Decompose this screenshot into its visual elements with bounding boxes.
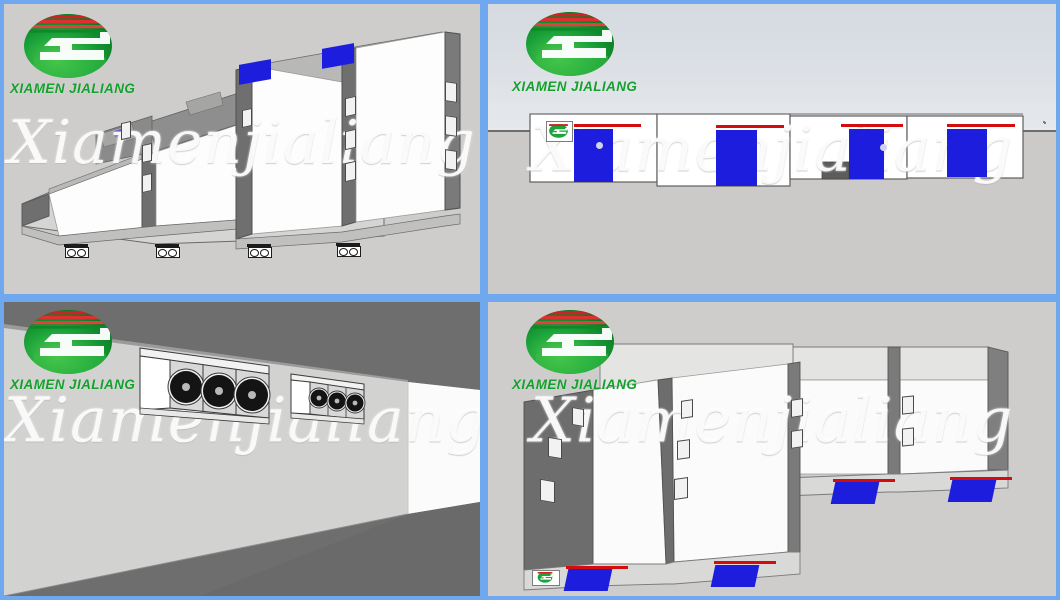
door-rail-room-1 bbox=[574, 124, 641, 127]
company-name-text: XIAMEN JIALIANG bbox=[512, 377, 638, 392]
cold-room-aerial-right-block bbox=[783, 346, 1009, 497]
room-logo-placard bbox=[532, 570, 560, 586]
wall-light-fixture bbox=[445, 81, 457, 103]
sliding-door-room-2 bbox=[710, 565, 760, 587]
air-cooler-evaporator-unit-1 bbox=[139, 347, 271, 425]
condensing-unit bbox=[155, 244, 180, 258]
company-logo: XIAMEN JIALIANG bbox=[10, 304, 138, 400]
wall-light-fixture bbox=[345, 128, 356, 151]
air-cooler-evaporator-unit-2 bbox=[290, 373, 366, 425]
wall-light-fixture bbox=[121, 120, 131, 141]
door-rail-room-4 bbox=[950, 477, 1012, 480]
wall-light-fixture bbox=[902, 427, 914, 447]
company-logo: XIAMEN JIALIANG bbox=[512, 304, 640, 400]
sliding-door-room-1 bbox=[574, 129, 613, 182]
wall-light-fixture bbox=[242, 107, 252, 129]
wall-light-fixture bbox=[674, 477, 688, 500]
wall-light-fixture bbox=[677, 439, 690, 460]
panel-isometric-cutaway: Xiamenjialiang bbox=[4, 4, 480, 294]
wall-light-fixture bbox=[540, 478, 555, 504]
door-rail-room-2 bbox=[714, 561, 776, 564]
jialiang-ellipse-logo-icon bbox=[516, 6, 624, 78]
wall-light-fixture bbox=[345, 160, 356, 183]
condensing-unit bbox=[247, 244, 272, 258]
sliding-door-room-1 bbox=[563, 569, 613, 591]
wall-light-fixture bbox=[572, 406, 584, 428]
sliding-door-room-3 bbox=[849, 129, 884, 179]
sliding-door-room-3 bbox=[830, 482, 880, 504]
wall-light-fixture bbox=[345, 95, 356, 118]
door-handle-knob bbox=[880, 144, 887, 151]
room-logo-placard-main bbox=[1044, 122, 1046, 124]
door-rail-room-3 bbox=[841, 124, 903, 127]
door-rail-room-1 bbox=[566, 566, 628, 569]
door-rail-room-3 bbox=[833, 479, 895, 482]
jialiang-ellipse-logo-icon bbox=[14, 304, 122, 376]
wall-light-fixture bbox=[791, 398, 803, 418]
panel-aerial-isometric: Xiamenjialiang Six-sided room 24000*1200… bbox=[488, 302, 1056, 596]
door-handle-knob bbox=[596, 142, 603, 149]
sliding-door-room-2 bbox=[716, 130, 757, 186]
jialiang-ellipse-logo-icon bbox=[14, 8, 122, 80]
sliding-door-room-4 bbox=[947, 480, 997, 502]
condensing-unit bbox=[64, 244, 89, 258]
cold-room-aerial-left-block bbox=[523, 343, 801, 591]
room-logo-placard-1 bbox=[546, 121, 573, 142]
company-name-text: XIAMEN JIALIANG bbox=[10, 81, 136, 96]
panel-interior-air-coolers: Xiamenjialiang bbox=[4, 302, 480, 596]
sliding-door-room-4 bbox=[947, 129, 987, 177]
company-logo: XIAMEN JIALIANG bbox=[512, 6, 640, 102]
wall-light-fixture bbox=[142, 142, 152, 164]
panel-front-elevation: Xiamenjialiang Six-sided room 24000*1200… bbox=[488, 4, 1056, 294]
door-rail-room-2 bbox=[716, 125, 784, 128]
wall-light-fixture bbox=[791, 429, 803, 449]
wall-light-fixture bbox=[445, 115, 457, 137]
company-logo: XIAMEN JIALIANG bbox=[10, 8, 138, 104]
jialiang-ellipse-logo-icon bbox=[516, 304, 624, 376]
company-name-text: XIAMEN JIALIANG bbox=[10, 377, 136, 392]
door-rail-room-4 bbox=[947, 124, 1015, 127]
condensing-unit bbox=[336, 243, 361, 257]
wall-light-fixture bbox=[142, 172, 152, 194]
company-name-text: XIAMEN JIALIANG bbox=[512, 79, 638, 94]
wall-light-fixture bbox=[681, 399, 693, 419]
wall-light-fixture bbox=[445, 149, 457, 171]
wall-light-fixture bbox=[548, 436, 562, 460]
wall-light-fixture bbox=[902, 395, 914, 415]
